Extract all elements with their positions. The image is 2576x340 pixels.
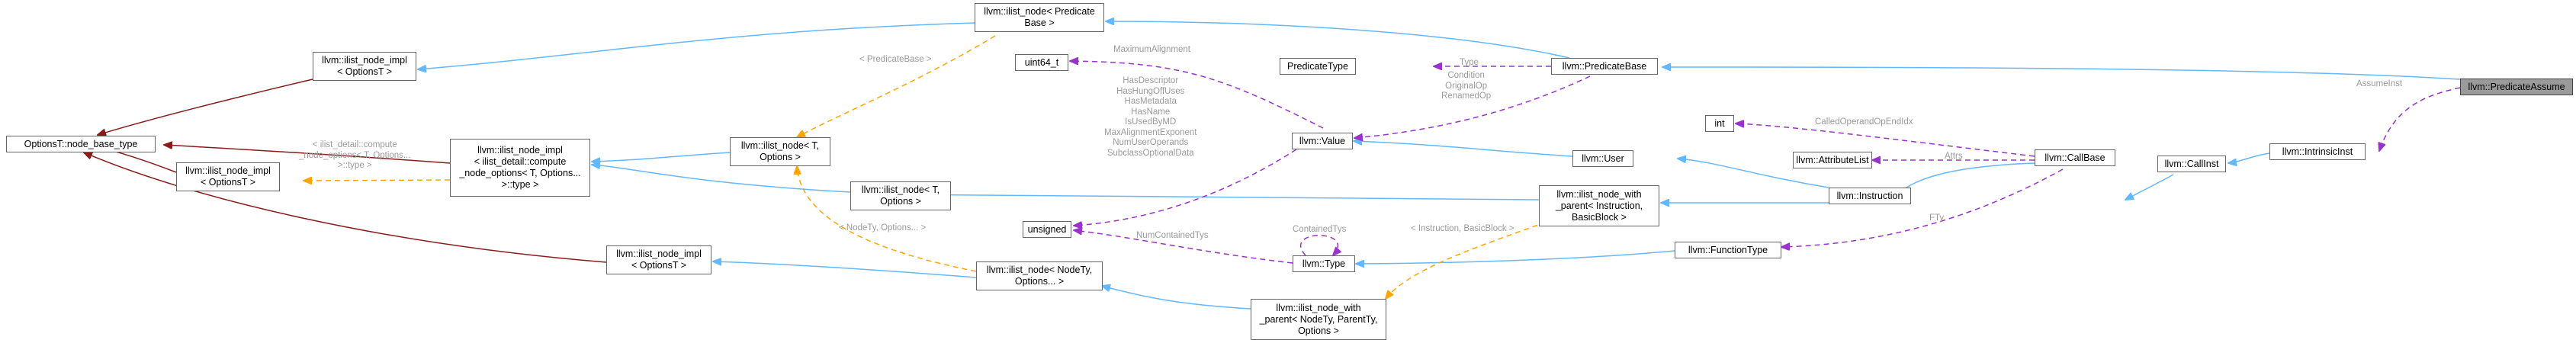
- node-predicate-assume[interactable]: llvm::PredicateAssume: [2460, 79, 2573, 95]
- node-ilist-node-impl-compute[interactable]: llvm::ilist_node_impl < ilist_detail::co…: [450, 139, 590, 197]
- edge-predicatebase-to-value: [1354, 75, 1591, 138]
- node-ilist-node-nodety[interactable]: llvm::ilist_node< NodeTy, Options... >: [976, 261, 1103, 290]
- edge-callinst-to-callbase: [2125, 174, 2174, 200]
- node-function-type[interactable]: llvm::FunctionType: [1675, 242, 1781, 258]
- node-uint64[interactable]: uint64_t: [1015, 54, 1068, 71]
- edge-ilistnode-t-mid-to-impl-compute: [592, 165, 851, 193]
- node-unsigned[interactable]: unsigned: [1023, 221, 1071, 238]
- edge-label-type: Type: [1460, 58, 1479, 67]
- node-ilist-node-impl-bottom[interactable]: llvm::ilist_node_impl < OptionsT >: [606, 245, 711, 274]
- node-ilist-node-impl-mid[interactable]: llvm::ilist_node_impl < OptionsT >: [176, 162, 280, 191]
- edge-withparent-generic-to-nodety: [1102, 286, 1251, 310]
- edge-functiontype-to-type: [1356, 250, 1675, 264]
- node-ilist-node-t-options-mid[interactable]: llvm::ilist_node< T, Options >: [850, 181, 951, 210]
- node-value[interactable]: llvm::Value: [1292, 133, 1353, 149]
- node-attribute-list[interactable]: llvm::AttributeList: [1793, 152, 1872, 168]
- edge-label-contained-tys: ContainedTys: [1293, 225, 1347, 234]
- node-ilist-node-with-parent-instruction[interactable]: llvm::ilist_node_with _parent< Instructi…: [1539, 185, 1659, 226]
- edge-label-nodety-tmpl: < NodeTy, Options... >: [839, 223, 927, 233]
- node-int[interactable]: int: [1705, 115, 1734, 132]
- edge-label-predicate-base-tmpl: < PredicateBase >: [859, 55, 932, 64]
- edge-impl-bottom-to-nodebase: [84, 152, 607, 263]
- edge-ilistnodewithparent-to-ilistnode-t: [892, 194, 1540, 200]
- edge-label-fty: FTy: [1929, 213, 1945, 223]
- edge-label-value-members: Condition OriginalOp RenamedOp: [1441, 71, 1492, 101]
- edge-label-ilist-detail-tmpl: < ilist_detail::compute _node_options< T…: [299, 140, 411, 170]
- node-ilist-node-t-options-top[interactable]: llvm::ilist_node< T, Options >: [730, 137, 830, 166]
- edge-impl-compute-to-nodebase: [164, 145, 451, 164]
- node-ilist-node-predicate-base[interactable]: llvm::ilist_node< Predicate Base >: [975, 3, 1104, 32]
- edge-instruction-to-user: [1678, 159, 1829, 188]
- node-options-node-base-type[interactable]: OptionsT::node_base_type: [6, 136, 156, 152]
- edge-type-to-unsigned: [1074, 230, 1293, 264]
- edge-predicateassume-to-intrinsicinst: [2379, 87, 2461, 151]
- node-ilist-node-with-parent-generic[interactable]: llvm::ilist_node_with _parent< NodeTy, P…: [1251, 299, 1386, 340]
- edge-intrinsicinst-to-callinst: [2228, 152, 2270, 163]
- edge-nodety-to-impl-bottom: [713, 261, 977, 278]
- edge-predicateassume-to-predicatebase: [1662, 67, 2461, 80]
- node-predicate-type[interactable]: PredicateType: [1280, 58, 1356, 75]
- edge-impl-top-to-nodebase: [98, 79, 313, 135]
- edge-impl-compute-to-impl-mid: [304, 180, 451, 181]
- edge-label-called-operand: CalledOperandOpEndIdx: [1815, 117, 1913, 127]
- edge-callbase-to-int: [1736, 123, 2035, 157]
- node-intrinsic-inst[interactable]: llvm::IntrinsicInst: [2269, 143, 2366, 160]
- edge-label-num-contained-tys: NumContainedTys: [1136, 231, 1209, 240]
- edge-ilistnode-t-top-to-impl-compute: [592, 152, 731, 162]
- edge-label-assumeinst: AssumeInst: [2356, 79, 2403, 88]
- edge-ilistnode-pb-to-ilistnode-t: [797, 35, 996, 137]
- edge-callbase-to-instruction: [1891, 162, 2035, 194]
- node-call-inst[interactable]: llvm::CallInst: [2157, 156, 2226, 172]
- edge-ilistnode-pb-to-impl-top: [418, 22, 975, 69]
- edge-label-attrs: Attrs: [1945, 152, 1963, 161]
- edge-value-to-unsigned: [1074, 149, 1297, 226]
- node-ilist-node-impl-top[interactable]: llvm::ilist_node_impl < OptionsT >: [313, 52, 416, 81]
- node-type[interactable]: llvm::Type: [1293, 255, 1355, 272]
- edge-type-self-containedtys: [1299, 235, 1338, 255]
- node-predicate-base[interactable]: llvm::PredicateBase: [1551, 58, 1658, 75]
- edge-withparent-instr-to-generic: [1386, 215, 1564, 299]
- edge-user-to-value: [1354, 141, 1573, 157]
- edge-callbase-to-functiontype: [1781, 168, 2064, 247]
- node-user[interactable]: llvm::User: [1572, 150, 1633, 167]
- edge-label-instruction-bb-tmpl: < Instruction, BasicBlock >: [1411, 224, 1514, 233]
- edge-nodety-to-ilistnode-t-top: [797, 166, 977, 272]
- edge-value-to-uint64: [1070, 61, 1324, 129]
- edge-label-max-alignment: MaximumAlignment: [1113, 45, 1190, 54]
- edge-label-unsigned-members: HasDescriptor HasHungOffUses HasMetadata…: [1104, 76, 1197, 158]
- node-call-base[interactable]: llvm::CallBase: [2035, 149, 2115, 166]
- node-instruction[interactable]: llvm::Instruction: [1829, 188, 1911, 204]
- edge-predicatebase-to-ilistnode: [1106, 21, 1570, 59]
